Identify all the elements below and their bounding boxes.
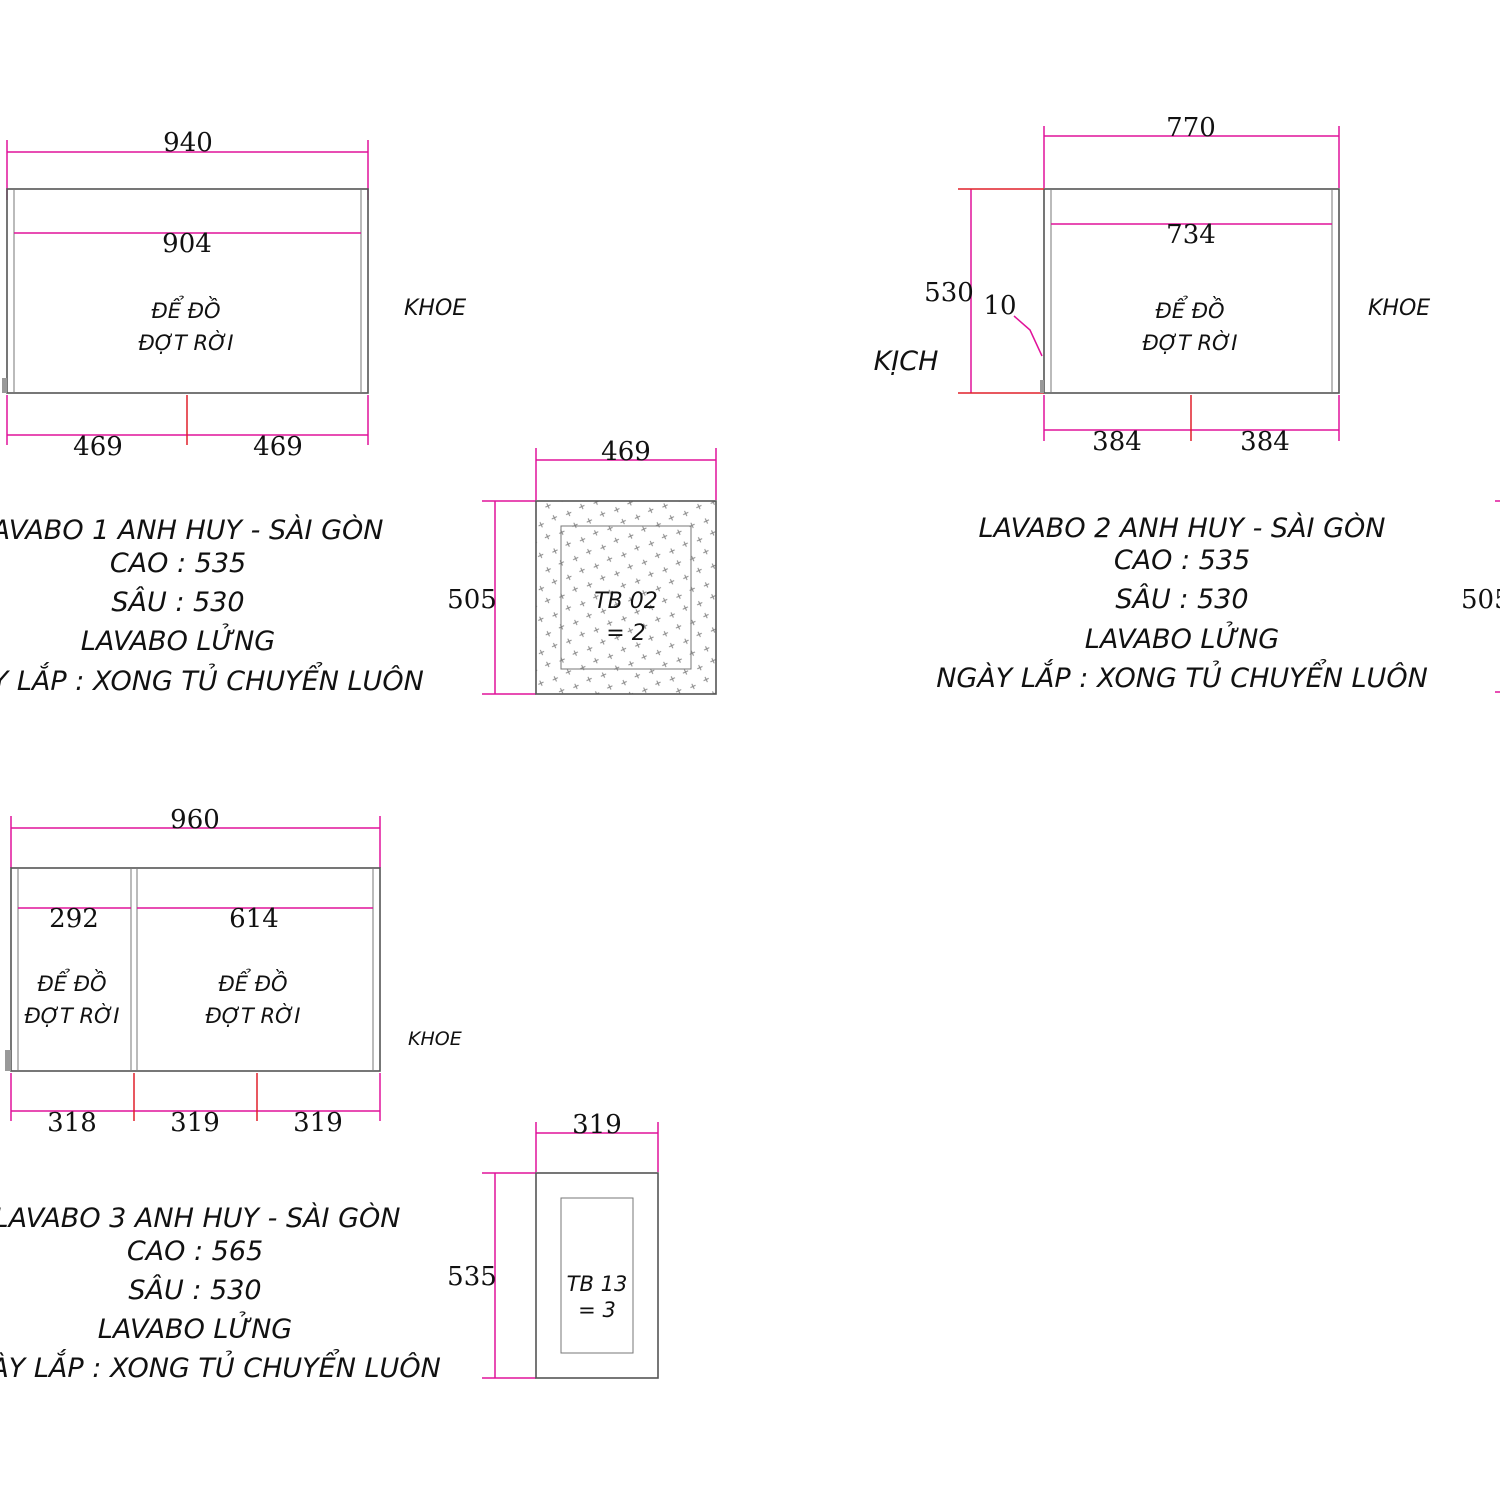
tb02-width-label: 469: [601, 437, 651, 467]
cabinet-1-notes: LAVABO 1 ANH HUY - SÀI GÒN CAO : 535 SÂU…: [0, 514, 424, 697]
overall-width-label: 770: [1166, 113, 1216, 143]
bottom-label-2: 319: [170, 1108, 220, 1138]
cabinet-outline: [10, 867, 381, 1072]
overall-width-label: 960: [170, 805, 220, 835]
offset-leader: [1013, 315, 1043, 357]
right-width-label: 614: [229, 904, 279, 934]
note-install: NGÀY LẮP : XONG TỦ CHUYỂN LUÔN: [0, 662, 424, 697]
note-height: CAO : 535: [1114, 545, 1250, 576]
bottom-label-1: 318: [47, 1108, 97, 1138]
tb13-drawing: 319 535 TB 13 = 3: [447, 1110, 659, 1379]
note-depth: SÂU : 530: [128, 1274, 261, 1306]
bottom-right-label: 469: [253, 432, 303, 462]
compartment-label-line2: ĐỢT RỜI: [139, 330, 234, 355]
tb13-height-label: 535: [447, 1262, 497, 1292]
bottom-right-label: 384: [1240, 427, 1290, 457]
cabinet-outline: [1043, 188, 1340, 394]
left-width-label: 292: [49, 904, 99, 934]
tb13-outline: [535, 1172, 659, 1379]
tb13-label-line2: = 3: [578, 1298, 616, 1322]
tb02-height-label: 505: [447, 585, 497, 615]
note-height: CAO : 535: [110, 548, 246, 579]
hinge-mark: [1040, 380, 1044, 393]
compartment-label-line2: ĐỢT RỜI: [1143, 330, 1238, 355]
side-note: KHOE: [1368, 296, 1430, 321]
note-title: LAVABO 3 ANH HUY - SÀI GÒN: [0, 1202, 400, 1234]
overall-width-label: 940: [163, 128, 213, 158]
tb02-label-line2: = 2: [606, 621, 645, 646]
note-depth: SÂU : 530: [111, 586, 244, 618]
note-install: NGÀY LẮP : XONG TỦ CHUYỂN LUÔN: [936, 659, 1428, 694]
edge-value-label: 505: [1461, 585, 1500, 615]
tb13-width-label: 319: [572, 1110, 622, 1140]
note-height: CAO : 565: [127, 1236, 263, 1267]
right-compartment-label-line1: ĐỂ ĐỒ: [218, 968, 287, 996]
note-title: LAVABO 2 ANH HUY - SÀI GÒN: [979, 512, 1386, 544]
note-title: LAVABO 1 ANH HUY - SÀI GÒN: [0, 514, 383, 546]
note-install: NGÀY LẮP : XONG TỦ CHUYỂN LUÔN: [0, 1349, 441, 1384]
tb02-inner-outline: [560, 525, 692, 670]
bottom-left-label: 469: [73, 432, 123, 462]
note-type: LAVABO LỬNG: [98, 1311, 292, 1345]
right-compartment-label-line2: ĐỢT RỜI: [206, 1003, 301, 1028]
hinge-mark: [2, 378, 7, 393]
cabinet-outline: [6, 188, 369, 394]
cabinet-3-notes: LAVABO 3 ANH HUY - SÀI GÒN CAO : 565 SÂU…: [0, 1202, 441, 1384]
compartment-label-line1: ĐỂ ĐỒ: [151, 295, 220, 323]
note-type: LAVABO LỬNG: [1085, 621, 1279, 655]
note-type: LAVABO LỬNG: [81, 623, 275, 657]
left-note: KỊCH: [874, 346, 939, 377]
bottom-left-label: 384: [1092, 427, 1142, 457]
height-label: 530: [924, 278, 974, 308]
cabinet-2-notes: LAVABO 2 ANH HUY - SÀI GÒN CAO : 535 SÂU…: [936, 512, 1428, 694]
left-compartment-label-line2: ĐỢT RỜI: [25, 1003, 120, 1028]
side-note: KHOE: [404, 296, 466, 321]
tb02-outline: [535, 500, 717, 695]
cabinet-3-drawing: 960 292 614 ĐỂ ĐỒ ĐỢT RỜI ĐỂ ĐỒ ĐỢT RỜI …: [0, 805, 462, 1384]
left-compartment-label-line1: ĐỂ ĐỒ: [37, 968, 106, 996]
inner-width-label: 904: [162, 229, 212, 259]
side-note: KHOE: [408, 1028, 462, 1050]
tb13-inner-outline: [560, 1197, 634, 1354]
tb02-drawing: 469 505 TB 02 = 2: [447, 437, 717, 695]
cabinet-2-drawing: 770 734 ĐỂ ĐỒ ĐỢT RỜI 530 10 KỊCH KHOE 3…: [874, 113, 1500, 694]
inner-width-label: 734: [1166, 220, 1216, 250]
offset-label: 10: [983, 291, 1016, 321]
tb02-label-line1: TB 02: [594, 589, 658, 614]
note-depth: SÂU : 530: [1115, 583, 1248, 615]
compartment-label-line1: ĐỂ ĐỒ: [1155, 295, 1224, 323]
tb13-label-line1: TB 13: [567, 1272, 628, 1296]
hinge-mark: [5, 1050, 11, 1071]
bottom-label-3: 319: [293, 1108, 343, 1138]
cabinet-1-drawing: 940 904 ĐỂ ĐỒ ĐỢT RỜI KHOE 469 469 LAVAB…: [0, 128, 466, 697]
